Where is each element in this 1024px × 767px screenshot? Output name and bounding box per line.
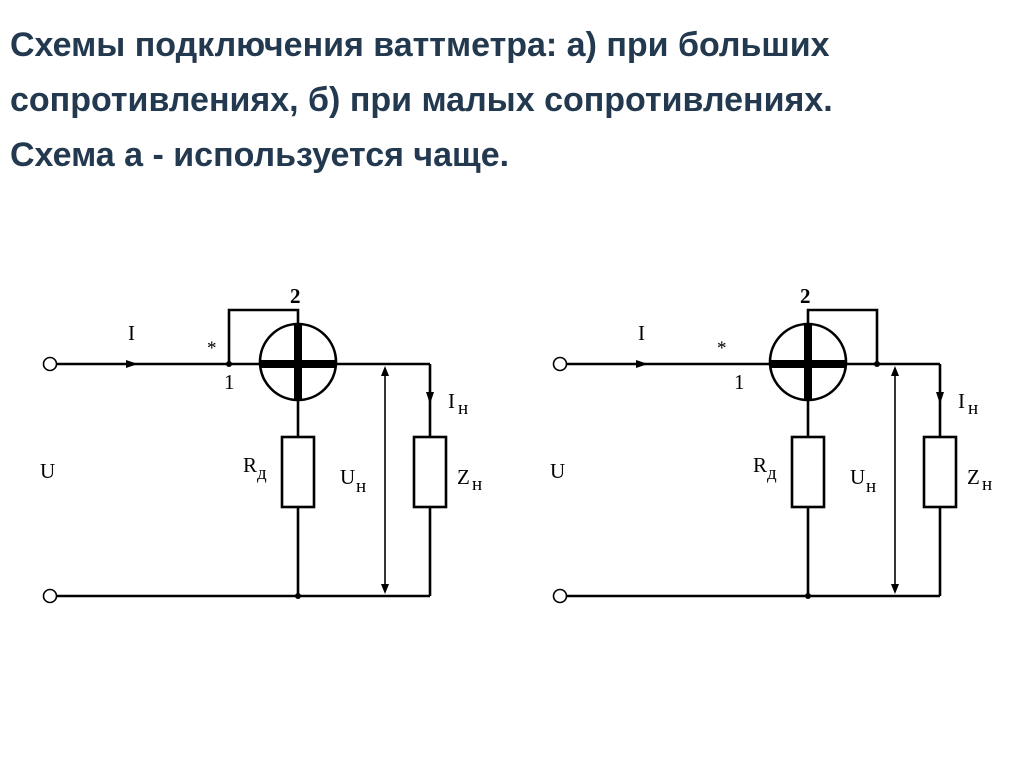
page-title: Схемы подключения ваттметра: а) при боль…	[10, 18, 1010, 183]
node-bottom	[805, 593, 811, 599]
input-terminal-bottom	[552, 588, 568, 604]
label-terminal-2: 2	[800, 284, 811, 308]
load-zn	[412, 435, 448, 509]
load-current-arrow	[936, 392, 944, 404]
label-load-voltage-sub: н	[356, 476, 366, 497]
load-current-arrow	[426, 392, 434, 404]
label-terminal-1: 1	[734, 370, 745, 394]
label-terminal-1: 1	[224, 370, 235, 394]
label-resistor: R	[753, 453, 767, 477]
load-zn	[922, 435, 958, 509]
label-load-voltage: U	[340, 465, 355, 489]
voltage-arrow-down	[381, 584, 389, 594]
voltage-coil-link	[227, 308, 300, 364]
label-resistor-sub: д	[767, 463, 777, 484]
label-load-voltage-sub: н	[866, 476, 876, 497]
resistor-rd	[790, 435, 826, 509]
node-1	[226, 361, 232, 367]
label-resistor-sub: д	[257, 463, 267, 484]
label-load: Z	[457, 465, 470, 489]
input-terminal-top	[42, 356, 58, 372]
label-load-current-sub: н	[968, 398, 978, 419]
circuit-a: I * 1 2 I н U R д U н Z н	[40, 284, 482, 604]
label-load-current: I	[958, 389, 965, 413]
title-line-3: Схема а - используется чаще.	[10, 136, 510, 174]
label-load-voltage: U	[850, 465, 865, 489]
node-after-meter	[874, 361, 880, 367]
voltage-coil-link	[806, 308, 879, 364]
voltage-arrow-up	[891, 366, 899, 376]
label-resistor: R	[243, 453, 257, 477]
label-terminal-2: 2	[290, 284, 301, 308]
title-line-1: Схемы подключения ваттметра: а) при боль…	[10, 26, 830, 64]
input-terminal-bottom	[42, 588, 58, 604]
label-current: I	[638, 321, 645, 345]
input-terminal-top	[552, 356, 568, 372]
label-load-current: I	[448, 389, 455, 413]
label-star: *	[717, 338, 727, 359]
voltage-arrow-down	[891, 584, 899, 594]
label-voltage: U	[40, 459, 55, 483]
resistor-rd	[280, 435, 316, 509]
label-load-sub: н	[982, 474, 992, 495]
label-load: Z	[967, 465, 980, 489]
current-arrow	[636, 360, 648, 368]
voltage-arrow-up	[381, 366, 389, 376]
circuit-b: I * 1 2 I н U R д U н Z н	[550, 284, 992, 604]
label-load-current-sub: н	[458, 398, 468, 419]
current-arrow	[126, 360, 138, 368]
label-load-sub: н	[472, 474, 482, 495]
title-line-2: сопротивлениях, б) при малых сопротивлен…	[10, 81, 833, 119]
node-bottom	[295, 593, 301, 599]
label-current: I	[128, 321, 135, 345]
label-star: *	[207, 338, 217, 359]
label-voltage: U	[550, 459, 565, 483]
